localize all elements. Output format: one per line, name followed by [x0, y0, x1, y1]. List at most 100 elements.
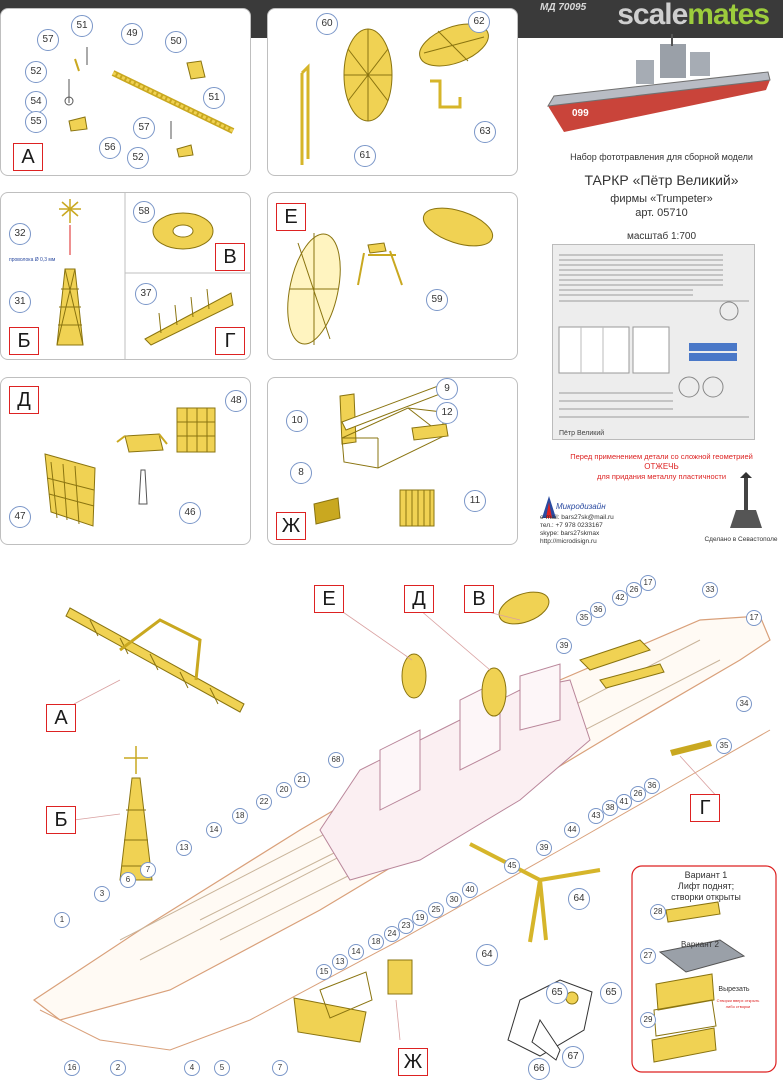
part-36: 36: [590, 602, 606, 618]
variant-note-2: либо створки: [725, 1004, 751, 1009]
part-49: 49: [121, 23, 143, 45]
assembly-label-a: А: [46, 704, 76, 732]
part-14b: 14: [348, 944, 364, 960]
part-10: 10: [286, 410, 308, 432]
part-18b: 18: [368, 934, 384, 950]
part-68: 68: [328, 752, 344, 768]
part-8: 8: [290, 462, 312, 484]
part-51: 51: [71, 15, 93, 37]
part-25: 25: [428, 902, 444, 918]
part-13: 13: [176, 840, 192, 856]
part-58: 58: [133, 201, 155, 223]
part-37: 37: [135, 283, 157, 305]
variant-1-line3: створки открыты: [671, 892, 741, 902]
sheet-label: Пётр Великий: [559, 429, 604, 437]
warning-line-1: Перед применением детали со сложной геом…: [570, 452, 753, 461]
part-43: 43: [588, 808, 604, 824]
part-35b: 35: [716, 738, 732, 754]
part-17b: 17: [746, 610, 762, 626]
company-logo-icon: [542, 496, 556, 518]
part-35: 35: [576, 610, 592, 626]
panel-d-drawing: [44, 407, 216, 527]
part-26b: 26: [630, 786, 646, 802]
part-26: 26: [626, 582, 642, 598]
part-18: 18: [232, 808, 248, 824]
panel-e: Е 59: [267, 192, 518, 360]
panel-b-v-g: 32 проволока Ø 0,3 мм 31 58 37 Б В Г: [0, 192, 251, 360]
contact-skype: skype: bars27skmax: [540, 530, 600, 537]
made-in-text: Сделано в Севастополе: [704, 536, 778, 543]
part-60: 60: [316, 13, 338, 35]
part-51b: 51: [203, 87, 225, 109]
part-9: 9: [436, 378, 458, 400]
panel-a: 51 57 49 50 52 54 55 51 57 56 52 А: [0, 8, 251, 176]
part-40: 40: [462, 882, 478, 898]
part-6: 6: [120, 872, 136, 888]
part-22: 22: [256, 794, 272, 810]
info-article: арт. 05710: [635, 207, 688, 219]
part-66: 66: [528, 1058, 550, 1080]
info-heading: Набор фототравления для сборной модели: [570, 152, 753, 162]
part-50: 50: [165, 31, 187, 53]
part-31: 31: [9, 291, 31, 313]
part-64b: 64: [476, 944, 498, 966]
info-title: ТАРКР «Пётр Великий»: [584, 172, 739, 188]
contact-phone: тел.: +7 978 0233167: [540, 522, 603, 529]
part-20: 20: [276, 782, 292, 798]
panel-label-a: А: [13, 143, 43, 171]
part-36b: 36: [644, 778, 660, 794]
part-42: 42: [612, 590, 628, 606]
panel-label-d: Д: [9, 386, 39, 414]
part-65b: 65: [600, 982, 622, 1004]
info-scale: масштаб 1:700: [626, 231, 697, 242]
sevastopol-monument-icon: [730, 472, 762, 528]
brand-logo[interactable]: scalemates: [617, 0, 770, 31]
part-34: 34: [736, 696, 752, 712]
panel-a-drawing: [64, 47, 235, 158]
part-11: 11: [464, 490, 486, 512]
contact-web[interactable]: http://microdisign.ru: [540, 538, 597, 545]
panel-label-e: Е: [276, 203, 306, 231]
assembly-label-zh: Ж: [398, 1048, 428, 1076]
part-38: 38: [602, 800, 618, 816]
part-3: 3: [94, 886, 110, 902]
ship-illustration: 099: [547, 34, 771, 132]
part-59: 59: [426, 289, 448, 311]
part-39b: 39: [536, 840, 552, 856]
part-7: 7: [140, 862, 156, 878]
part-45: 45: [504, 858, 520, 874]
part-54: 54: [25, 91, 47, 113]
part-16: 16: [64, 1060, 80, 1076]
part-67: 67: [562, 1046, 584, 1068]
part-24: 24: [384, 926, 400, 942]
part-33: 33: [702, 582, 718, 598]
ship-assembly-drawing: [32, 591, 777, 1073]
part-1: 1: [54, 912, 70, 928]
part-14: 14: [206, 822, 222, 838]
product-code: МД 70095: [540, 2, 587, 13]
part-30: 30: [446, 892, 462, 908]
panel-label-zh: Ж: [276, 512, 306, 540]
variant-note-1: Створки вверх открыть: [716, 998, 760, 1003]
part-12: 12: [436, 402, 458, 424]
part-2: 2: [110, 1060, 126, 1076]
info-maker: фирмы «Trumpeter»: [610, 193, 713, 205]
part-15: 15: [316, 964, 332, 980]
etch-sheet-drawing: Пётр Великий: [558, 254, 749, 437]
part-29: 29: [640, 1012, 656, 1028]
part-27b: 27: [640, 948, 656, 964]
variant-1-title: Вариант 1: [684, 870, 728, 880]
part-48: 48: [225, 390, 247, 412]
panel-zh-drawing: [313, 385, 449, 527]
ship-number: 099: [572, 108, 589, 119]
panel-label-g: Г: [215, 327, 245, 355]
assembly-label-d: Д: [404, 585, 434, 613]
part-5: 5: [214, 1060, 230, 1076]
variant-2-title: Вариант 2: [681, 940, 719, 949]
panel-antennas-drawing: [300, 23, 489, 165]
contact-email[interactable]: e-mail: bars27sk@mail.ru: [540, 514, 614, 521]
part-64a: 64: [568, 888, 590, 910]
panel-label-v: В: [215, 243, 245, 271]
part-46: 46: [179, 502, 201, 524]
assembly-label-e: Е: [314, 585, 344, 613]
